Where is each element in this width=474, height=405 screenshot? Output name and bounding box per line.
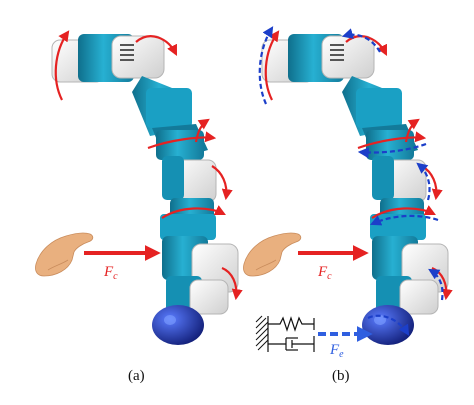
hand-icon bbox=[243, 232, 302, 277]
robot-arm-a bbox=[51, 33, 239, 346]
contact-force-label-a: Fc bbox=[103, 264, 118, 282]
torque-arrows-a bbox=[54, 30, 243, 301]
env-force-label: Fe bbox=[329, 342, 344, 360]
torque-arrows-b-red bbox=[264, 30, 453, 301]
panel-a: Fc (a) bbox=[35, 30, 243, 384]
contact-force-label-b: Fc bbox=[317, 264, 332, 282]
robot-arm-b bbox=[261, 33, 449, 346]
torque-arrows-b-blue bbox=[258, 26, 444, 336]
spring-damper-icon bbox=[255, 315, 315, 352]
panel-b-caption: (b) bbox=[332, 368, 350, 384]
panel-b: Fc Fe (b) bbox=[243, 26, 453, 384]
panel-a-caption: (a) bbox=[128, 368, 145, 384]
